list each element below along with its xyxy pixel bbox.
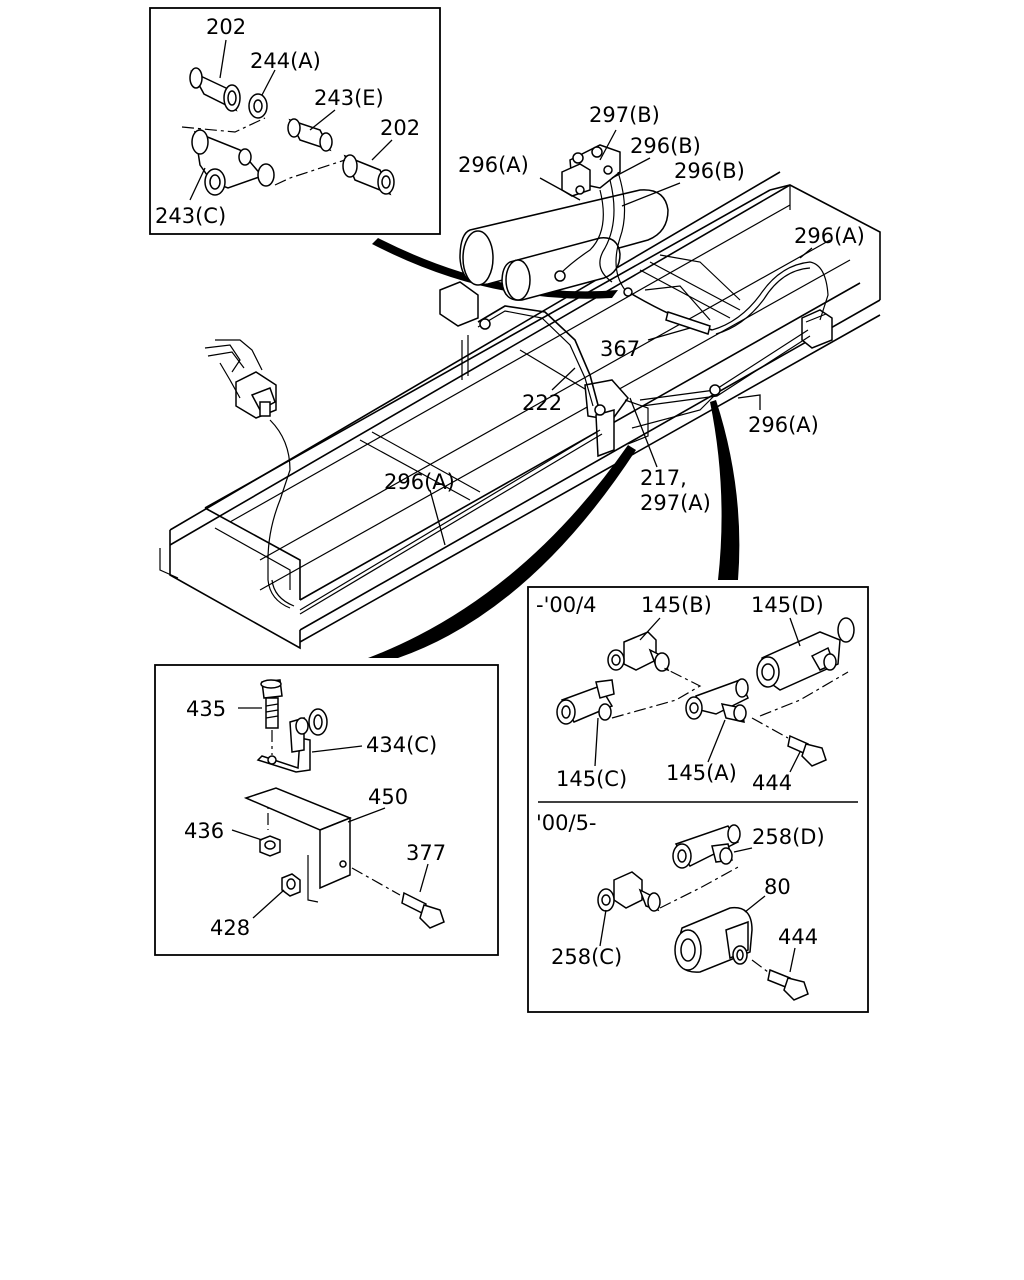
label-435: 435 bbox=[186, 697, 226, 721]
label-450: 450 bbox=[368, 785, 408, 809]
detail-box-fittings-a bbox=[149, 7, 441, 235]
label-296a-right-low: 296(A) bbox=[748, 413, 819, 437]
label-296a-right: 296(A) bbox=[794, 224, 865, 248]
label-296b-1: 296(B) bbox=[630, 134, 701, 158]
label-145a: 145(A) bbox=[666, 761, 737, 785]
label-296a-center: 296(A) bbox=[384, 470, 455, 494]
label-range-late: '00/5- bbox=[536, 811, 597, 835]
label-145d: 145(D) bbox=[751, 593, 824, 617]
label-258c: 258(C) bbox=[551, 945, 622, 969]
label-297a: 297(A) bbox=[640, 491, 711, 515]
label-377: 377 bbox=[406, 841, 446, 865]
label-367: 367 bbox=[600, 337, 640, 361]
label-297b: 297(B) bbox=[589, 103, 660, 127]
main-leaders bbox=[429, 129, 813, 546]
rear-bracket bbox=[801, 309, 833, 349]
label-444-bottom: 444 bbox=[778, 925, 818, 949]
label-range-early: -'00/4 bbox=[536, 593, 597, 617]
label-202-right: 202 bbox=[380, 116, 420, 140]
label-243e: 243(E) bbox=[314, 86, 384, 110]
label-296b-2: 296(B) bbox=[674, 159, 745, 183]
box3-parts-bottom bbox=[597, 824, 809, 1001]
label-145b: 145(B) bbox=[641, 593, 712, 617]
box1-parts bbox=[181, 39, 395, 201]
valve-block bbox=[561, 144, 621, 197]
box2-parts bbox=[231, 679, 445, 929]
label-428: 428 bbox=[210, 916, 250, 940]
label-444-top: 444 bbox=[752, 771, 792, 795]
label-436: 436 bbox=[184, 819, 224, 843]
air-tanks bbox=[459, 189, 669, 301]
label-244a: 244(A) bbox=[250, 49, 321, 73]
label-222: 222 bbox=[522, 391, 562, 415]
label-217: 217, bbox=[640, 466, 687, 490]
air-pipes bbox=[267, 171, 829, 615]
box3-parts-top bbox=[556, 617, 855, 773]
label-296a-top: 296(A) bbox=[458, 153, 529, 177]
label-80: 80 bbox=[764, 875, 791, 899]
center-bracket bbox=[439, 281, 649, 458]
callout-wedge-right bbox=[710, 400, 740, 580]
labels: 202 244(A) 243(E) 202 243(C) 297(B) 296(… bbox=[155, 15, 865, 969]
chassis-frame bbox=[159, 171, 881, 650]
frame-fittings bbox=[479, 270, 721, 416]
label-258d: 258(D) bbox=[752, 825, 825, 849]
label-145c: 145(C) bbox=[556, 767, 627, 791]
label-202-top: 202 bbox=[206, 15, 246, 39]
front-valve bbox=[204, 339, 277, 419]
label-243c: 243(C) bbox=[155, 204, 226, 228]
callout-wedge-top-left bbox=[372, 238, 618, 299]
label-434c: 434(C) bbox=[366, 733, 437, 757]
